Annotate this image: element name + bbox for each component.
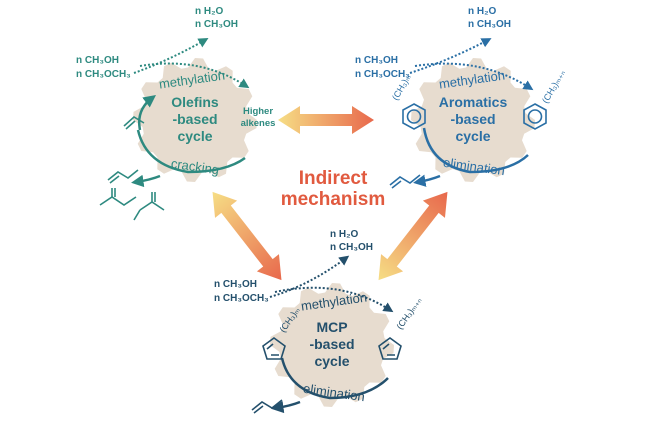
double-arrow-olefins-mcp (212, 191, 282, 281)
olefins-product-2: alkenes (241, 118, 276, 129)
cyclopentene-left (262, 337, 286, 360)
mcp-input-dme: n CH₃OCH₃ (214, 293, 269, 304)
aromatics-title-3: cycle (455, 128, 490, 144)
gear1-shape (133, 58, 257, 182)
center-label-line1: Indirect (299, 168, 368, 189)
gear2-shape (411, 58, 535, 182)
mcp-title-1: MCP (316, 319, 347, 335)
aromatics-input-methanol: n CH₃OH (355, 55, 398, 66)
olefins-output-water: n H₂O (195, 6, 224, 17)
center-label-line2: mechanism (281, 189, 386, 210)
aromatics-input-dme: n CH₃OCH₃ (355, 69, 410, 80)
olefins-input-methanol: n CH₃OH (76, 55, 119, 66)
cyclopentene-right (378, 337, 402, 360)
olefins-product-1: Higher (243, 106, 273, 117)
mcp-output-methanol: n CH₃OH (330, 242, 373, 253)
gear3-shape (270, 283, 394, 407)
olefins-gear (133, 58, 257, 182)
alkene-molecule-mcp (251, 399, 283, 414)
olefins-cycle: n H₂O n CH₃OH n CH₃OH n CH₃OCH₃ methylat… (76, 6, 276, 221)
olefins-title-3: cycle (177, 128, 212, 144)
aromatics-gear (411, 58, 535, 182)
mcp-sub-right: (CH₃)ₘ₊ₙ (394, 295, 423, 331)
mcp-title-2: -based (309, 336, 354, 352)
double-arrow-aromatics-mcp (378, 191, 448, 281)
mcp-output-water: n H₂O (330, 229, 359, 240)
aromatics-title-2: -based (450, 111, 495, 127)
olefins-cracking-label: cracking (170, 156, 220, 178)
aromatics-sub-right: (CH₃)ₘ₊ₙ (540, 68, 567, 105)
aromatics-cycle: n H₂O n CH₃OH n CH₃OH n CH₃OCH₃ methylat… (355, 6, 567, 189)
olefins-output-methanol: n CH₃OH (195, 19, 238, 30)
benzene-right (523, 103, 547, 130)
alkene-molecule-aromatics (389, 174, 421, 189)
olefins-title-1: Olefins (171, 94, 219, 110)
alkene-molecules (99, 169, 165, 221)
mcp-title-3: cycle (314, 353, 349, 369)
olefins-title-2: -based (172, 111, 217, 127)
aromatics-title-1: Aromatics (439, 94, 508, 110)
aromatics-output-water: n H₂O (468, 6, 497, 17)
mcp-input-methanol: n CH₃OH (214, 279, 257, 290)
propene-molecule (123, 116, 145, 127)
benzene-left (402, 103, 426, 130)
olefins-input-dme: n CH₃OCH₃ (76, 69, 131, 80)
mcp-gear (270, 283, 394, 407)
aromatics-output-methanol: n CH₃OH (468, 19, 511, 30)
double-arrow-olefins-aromatics (278, 106, 374, 134)
